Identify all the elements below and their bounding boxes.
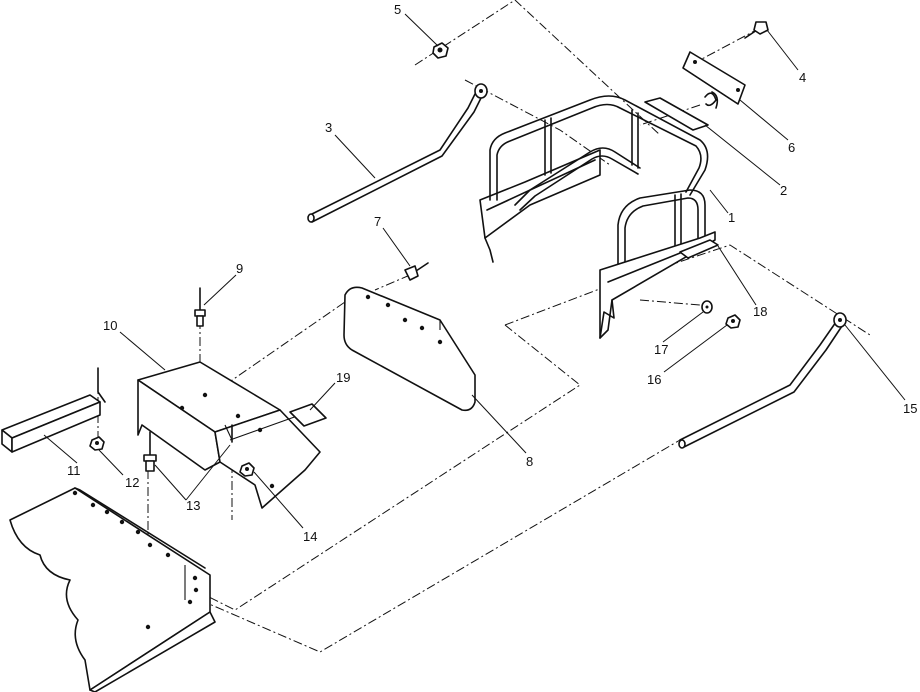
- chassis-tunnel: [9, 487, 216, 692]
- callout-19: 19: [336, 370, 350, 385]
- left-grab-handle: [307, 83, 488, 223]
- callout-1: 1: [728, 210, 735, 225]
- callout-3: 3: [325, 120, 332, 135]
- rear-rack: [479, 95, 716, 339]
- callout-8: 8: [526, 454, 533, 469]
- callout-12: 12: [125, 475, 139, 490]
- callout-17: 17: [654, 342, 668, 357]
- plate-bracket: [682, 51, 746, 109]
- nut-14: [239, 462, 255, 477]
- callout-14: 14: [303, 529, 317, 544]
- callout-15: 15: [903, 401, 917, 416]
- callout-4: 4: [799, 70, 806, 85]
- washer-17: [701, 300, 713, 314]
- nut-16: [725, 314, 741, 329]
- callout-labels: 1 2 3 4 5 6 7 8 9 10 11 12 13 14 15 16 1…: [67, 2, 917, 544]
- bolt-7: [404, 262, 429, 281]
- pad: [679, 239, 719, 259]
- side-panel: [343, 286, 476, 412]
- callout-6: 6: [788, 140, 795, 155]
- right-grab-handle: [678, 312, 847, 449]
- callout-13: 13: [186, 498, 200, 513]
- rivet-9: [194, 287, 206, 327]
- callout-9: 9: [236, 261, 243, 276]
- shim-plate: [644, 97, 709, 131]
- square-tube: [1, 367, 106, 453]
- callout-18: 18: [753, 304, 767, 319]
- nut-5: [432, 42, 449, 59]
- mounting-bracket: [137, 361, 321, 509]
- leader-lines: [43, 13, 906, 529]
- callout-11: 11: [67, 463, 81, 478]
- callout-5: 5: [394, 2, 401, 17]
- callout-16: 16: [647, 372, 661, 387]
- bolt-4: [744, 21, 769, 39]
- callout-2: 2: [780, 183, 787, 198]
- decal: [289, 403, 327, 427]
- callout-10: 10: [103, 318, 117, 333]
- rivet-13: [143, 424, 233, 472]
- nut-12: [89, 436, 105, 451]
- callout-7: 7: [374, 214, 381, 229]
